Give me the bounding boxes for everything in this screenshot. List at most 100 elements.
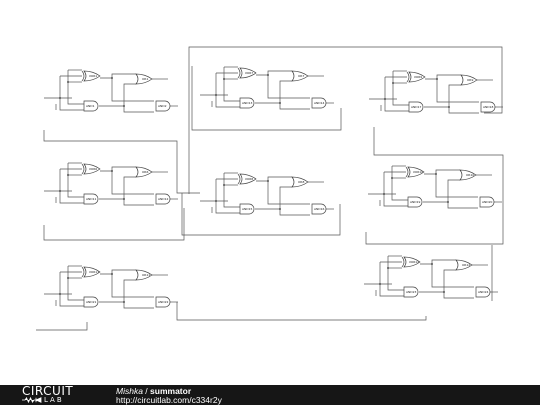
or-gate[interactable]: OR11 <box>135 269 153 281</box>
block-wires <box>369 70 503 114</box>
and-gate-label: AND22 <box>158 300 169 304</box>
junction-dot <box>431 263 433 265</box>
and-gate[interactable]: AND14 <box>311 97 327 109</box>
junction-dot <box>383 193 385 195</box>
xor-gate-label: XOR10 <box>413 170 423 174</box>
and-gate[interactable]: AND17 <box>408 101 424 113</box>
xor-gate[interactable]: XOR8 <box>237 173 257 185</box>
or-gate-label: OR12 <box>462 263 470 267</box>
xor-gate[interactable]: XOR7 <box>237 67 257 79</box>
junction-dot <box>67 81 69 83</box>
and-gate-label: AND21 <box>86 300 97 304</box>
or-gate-label: OR7 <box>298 74 304 78</box>
junction-dot <box>59 293 61 295</box>
xor-gate[interactable]: XOR1 <box>81 70 101 82</box>
xor-gate[interactable]: XOR12 <box>401 256 421 268</box>
junction-dot <box>67 277 69 279</box>
xor-gate-label: XOR8 <box>245 177 253 181</box>
xor-gate-label: XOR11 <box>89 270 99 274</box>
or-gate-label: OR1 <box>142 77 148 81</box>
junction-dot <box>279 208 281 210</box>
or-gate[interactable]: OR8 <box>291 176 309 188</box>
circuit-url-link[interactable]: http://circuitlab.com/c334r2y <box>116 395 222 405</box>
block-wires <box>364 255 498 299</box>
junction-dot <box>215 200 217 202</box>
junction-dot <box>443 291 445 293</box>
junction-dot <box>59 190 61 192</box>
junction-dot <box>384 98 386 100</box>
or-gate[interactable]: OR12 <box>455 259 473 271</box>
and-gate[interactable]: AND20 <box>479 196 495 208</box>
junction-dot <box>123 198 125 200</box>
xor-gate-label: XOR7 <box>245 71 253 75</box>
xor-gate[interactable]: XOR10 <box>405 166 425 178</box>
junction-dot <box>223 78 225 80</box>
junction-dot <box>448 106 450 108</box>
and-gate[interactable]: AND19 <box>407 196 423 208</box>
or-gate-label: OR11 <box>142 273 150 277</box>
junction-dot <box>111 273 113 275</box>
junction-dot <box>111 170 113 172</box>
junction-dot <box>435 173 437 175</box>
junction-dot <box>447 201 449 203</box>
and-gate-label: AND18 <box>483 105 494 109</box>
and-gate[interactable]: AND11 <box>83 193 99 205</box>
and-gate-label: AND19 <box>410 200 421 204</box>
junction-dot <box>379 283 381 285</box>
or-gate[interactable]: OR7 <box>291 70 309 82</box>
and-gate[interactable]: AND13 <box>239 97 255 109</box>
or-gate-label: OR9 <box>467 78 473 82</box>
and-gate[interactable]: AND24 <box>475 286 491 298</box>
and-gate-label: AND16 <box>314 207 325 211</box>
and-gate[interactable]: AND21 <box>83 296 99 308</box>
and-gate[interactable]: AND23 <box>403 286 419 298</box>
interconnect-wires <box>36 46 504 331</box>
and-gate[interactable]: AND15 <box>239 203 255 215</box>
junction-dot <box>223 184 225 186</box>
or-gate[interactable]: OR10 <box>459 169 477 181</box>
junction-dot <box>123 301 125 303</box>
junction-dot <box>267 180 269 182</box>
and-gate-label: AND13 <box>242 101 253 105</box>
block-wires <box>44 69 178 113</box>
or-gate[interactable]: OR6 <box>135 166 153 178</box>
and-gate[interactable]: AND16 <box>311 203 327 215</box>
junction-dot <box>279 102 281 104</box>
author-link[interactable]: Mishka <box>116 386 143 396</box>
or-gate-label: OR6 <box>142 170 148 174</box>
junction-dot <box>215 94 217 96</box>
and-gate[interactable]: AND22 <box>155 296 171 308</box>
or-gate[interactable]: OR9 <box>460 74 478 86</box>
and-gate[interactable]: AND12 <box>155 193 171 205</box>
and-gate-label: AND2 <box>158 104 167 108</box>
and-gate-label: AND1 <box>86 104 95 108</box>
and-gate-label: AND14 <box>314 101 325 105</box>
and-gate-label: AND12 <box>158 197 169 201</box>
circuit-title[interactable]: summator <box>150 386 192 396</box>
xor-gate[interactable]: XOR11 <box>81 266 101 278</box>
junction-dot <box>123 105 125 107</box>
or-gate[interactable]: OR1 <box>135 73 153 85</box>
junction-dot <box>267 74 269 76</box>
circuitlab-logo[interactable]: CIRCUIT LAB <box>22 385 94 404</box>
junction-dot <box>59 97 61 99</box>
xor-gate[interactable]: XOR9 <box>406 71 426 83</box>
and-gate[interactable]: AND2 <box>155 100 171 112</box>
circuit-credit: Mishka / summator <box>116 386 191 396</box>
and-gate[interactable]: AND1 <box>83 100 99 112</box>
junction-dot <box>391 177 393 179</box>
and-gate[interactable]: AND18 <box>480 101 496 113</box>
junction-dot <box>392 82 394 84</box>
logo-text-lab: LAB <box>44 396 64 404</box>
xor-gate[interactable]: XOR6 <box>81 163 101 175</box>
